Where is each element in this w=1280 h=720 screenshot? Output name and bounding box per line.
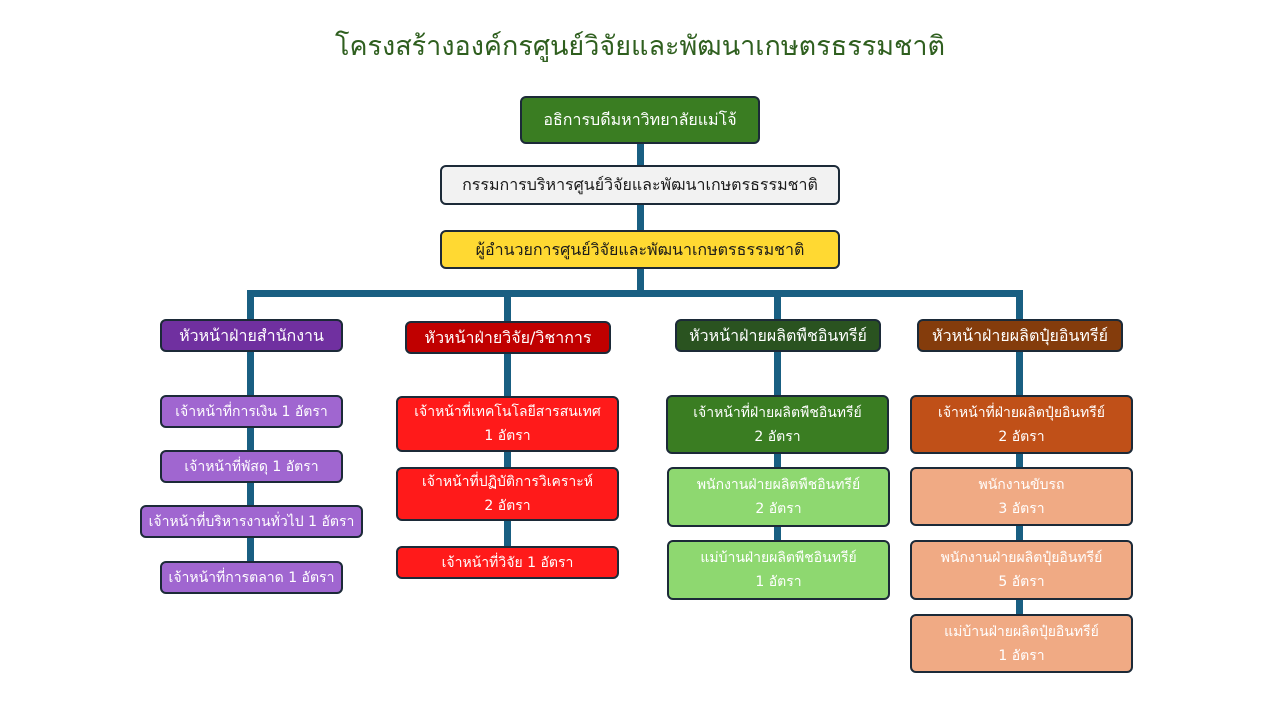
- staff-role: เจ้าหน้าที่เทคโนโลยีสารสนเทศ: [414, 404, 601, 420]
- staff-count: 2 อัตรา: [754, 428, 801, 445]
- president-box: อธิการบดีมหาวิทยาลัยแม่โจ้: [520, 96, 760, 144]
- staff-count: 2 อัตรา: [755, 501, 802, 517]
- staff-box: เจ้าหน้าที่ฝ่ายผลิตพืชอินทรีย์ 2 อัตรา: [666, 395, 889, 454]
- staff-count: 3 อัตรา: [998, 500, 1045, 517]
- staff-box: แม่บ้านฝ่ายผลิตปุ๋ยอินทรีย์ 1 อัตรา: [910, 614, 1133, 673]
- president-label: อธิการบดีมหาวิทยาลัยแม่โจ้: [543, 110, 737, 129]
- director-box: ผู้อำนวยการศูนย์วิจัยและพัฒนาเกษตรธรรมชา…: [440, 230, 840, 269]
- committee-box: กรรมการบริหารศูนย์วิจัยและพัฒนาเกษตรธรรม…: [440, 165, 840, 205]
- head-organic-fertilizer: หัวหน้าฝ่ายผลิตปุ๋ยอินทรีย์: [917, 319, 1123, 352]
- staff-role: พนักงานฝ่ายผลิตปุ๋ยอินทรีย์: [940, 550, 1103, 566]
- staff-role: แม่บ้านฝ่ายผลิตพืชอินทรีย์: [700, 550, 857, 566]
- staff-role: เจ้าหน้าที่ปฏิบัติการวิเคราะห์: [421, 474, 593, 490]
- staff-role: เจ้าหน้าที่การตลาด 1 อัตรา: [168, 569, 335, 586]
- head-office: หัวหน้าฝ่ายสำนักงาน: [160, 319, 343, 352]
- staff-box: พนักงานฝ่ายผลิตปุ๋ยอินทรีย์ 5 อัตรา: [910, 540, 1133, 600]
- head-label: หัวหน้าฝ่ายวิจัย/วิชาการ: [424, 327, 592, 347]
- staff-box: พนักงานฝ่ายผลิตพืชอินทรีย์ 2 อัตรา: [667, 467, 890, 527]
- connector-horizontal: [247, 290, 1022, 297]
- staff-role: เจ้าหน้าที่ฝ่ายผลิตปุ๋ยอินทรีย์: [938, 404, 1105, 421]
- head-label: หัวหน้าฝ่ายผลิตพืชอินทรีย์: [689, 325, 867, 345]
- staff-box: เจ้าหน้าที่วิจัย 1 อัตรา: [396, 546, 619, 579]
- staff-box: เจ้าหน้าที่ปฏิบัติการวิเคราะห์ 2 อัตรา: [396, 467, 619, 521]
- staff-box: พนักงานขับรถ 3 อัตรา: [910, 467, 1133, 526]
- staff-box: เจ้าหน้าที่ฝ่ายผลิตปุ๋ยอินทรีย์ 2 อัตรา: [910, 395, 1133, 454]
- staff-box: เจ้าหน้าที่พัสดุ 1 อัตรา: [160, 450, 343, 483]
- director-label: ผู้อำนวยการศูนย์วิจัยและพัฒนาเกษตรธรรมชา…: [475, 239, 805, 259]
- connector-col-4: [1016, 290, 1023, 620]
- staff-count: 5 อัตรา: [998, 574, 1045, 590]
- staff-box: เจ้าหน้าที่การตลาด 1 อัตรา: [160, 561, 343, 594]
- head-label: หัวหน้าฝ่ายสำนักงาน: [179, 325, 324, 345]
- staff-count: 2 อัตรา: [998, 428, 1045, 445]
- staff-role: พนักงานฝ่ายผลิตพืชอินทรีย์: [696, 477, 861, 493]
- staff-role: แม่บ้านฝ่ายผลิตปุ๋ยอินทรีย์: [944, 623, 1099, 640]
- staff-box: เจ้าหน้าที่การเงิน 1 อัตรา: [160, 395, 343, 428]
- staff-role: พนักงานขับรถ: [978, 476, 1065, 493]
- connector-main: [637, 140, 644, 295]
- staff-role: เจ้าหน้าที่วิจัย 1 อัตรา: [441, 554, 574, 571]
- staff-count: 2 อัตรา: [484, 498, 531, 514]
- staff-role: เจ้าหน้าที่บริหารงานทั่วไป 1 อัตรา: [148, 513, 355, 530]
- staff-role: เจ้าหน้าที่ฝ่ายผลิตพืชอินทรีย์: [693, 404, 862, 421]
- staff-role: เจ้าหน้าที่พัสดุ 1 อัตรา: [184, 458, 319, 475]
- staff-count: 1 อัตรา: [755, 574, 802, 590]
- staff-role: เจ้าหน้าที่การเงิน 1 อัตรา: [175, 403, 328, 420]
- chart-title: โครงสร้างองค์กรศูนย์วิจัยและพัฒนาเกษตรธร…: [334, 31, 946, 62]
- head-label: หัวหน้าฝ่ายผลิตปุ๋ยอินทรีย์: [932, 325, 1108, 345]
- head-research: หัวหน้าฝ่ายวิจัย/วิชาการ: [405, 321, 611, 354]
- staff-count: 1 อัตรา: [998, 647, 1045, 664]
- head-organic-plant: หัวหน้าฝ่ายผลิตพืชอินทรีย์: [675, 319, 881, 352]
- staff-count: 1 อัตรา: [484, 428, 531, 444]
- committee-label: กรรมการบริหารศูนย์วิจัยและพัฒนาเกษตรธรรม…: [462, 175, 818, 194]
- staff-box: เจ้าหน้าที่เทคโนโลยีสารสนเทศ 1 อัตรา: [396, 396, 619, 452]
- staff-box: เจ้าหน้าที่บริหารงานทั่วไป 1 อัตรา: [140, 505, 363, 538]
- staff-box: แม่บ้านฝ่ายผลิตพืชอินทรีย์ 1 อัตรา: [667, 540, 890, 600]
